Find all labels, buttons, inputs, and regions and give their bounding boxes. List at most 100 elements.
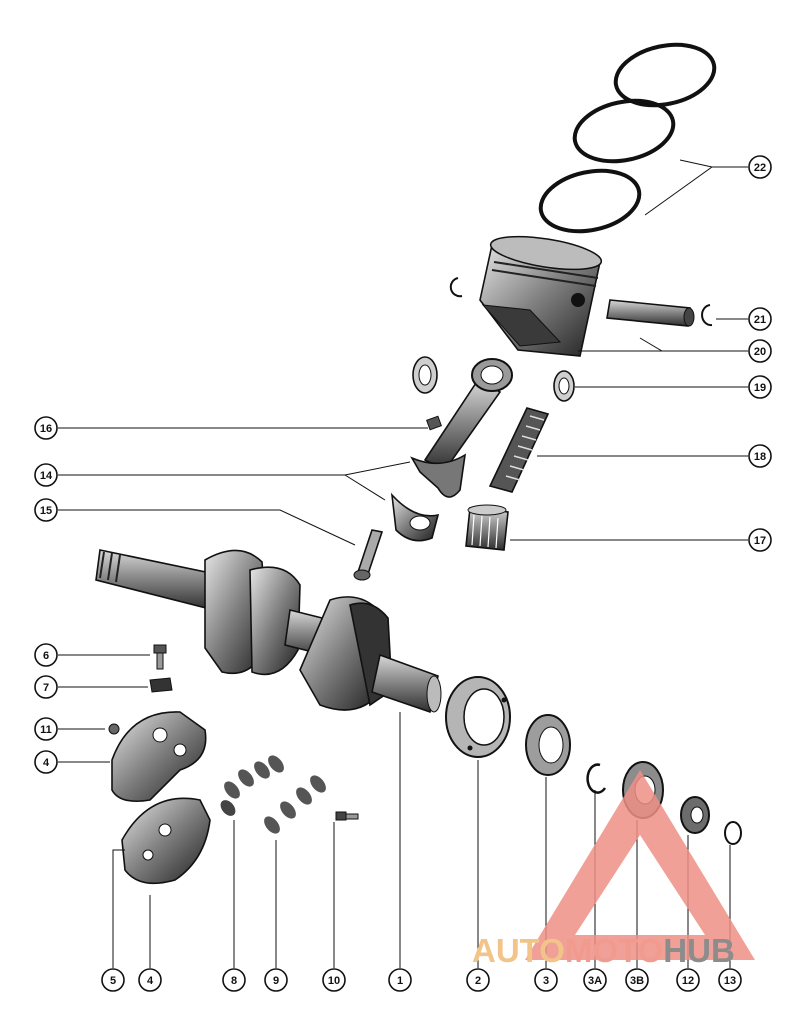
needle-rollers-set-9	[264, 775, 326, 834]
rod-cap-screw	[353, 529, 384, 581]
callout-number: 18	[754, 451, 766, 463]
callout-number: 17	[754, 535, 766, 547]
bearing-carrier-lower	[121, 797, 211, 885]
callout-22: 22	[748, 155, 772, 179]
callout-circle	[466, 968, 490, 992]
thrust-washer-left	[412, 356, 438, 394]
callout-11: 11	[34, 717, 58, 741]
needle-bearing-spring	[488, 407, 550, 493]
piston-pin	[606, 299, 695, 327]
callout-number: 5	[110, 975, 116, 987]
callout-number: 16	[40, 423, 52, 435]
callout-4: 4	[34, 750, 58, 774]
callout-7: 7	[34, 675, 58, 699]
connecting-rod	[410, 358, 513, 498]
callout-number: 19	[754, 382, 766, 394]
piston-rings	[538, 42, 717, 234]
callout-number: 9	[273, 975, 279, 987]
callout-3: 3	[534, 968, 558, 992]
callout-circle	[138, 968, 162, 992]
callout-circle	[748, 528, 772, 552]
callout-number: 4	[43, 757, 50, 769]
callout-number: 3	[543, 975, 549, 987]
callout-circle	[34, 717, 58, 741]
callout-3a: 3A	[583, 968, 607, 992]
cap-screw	[153, 644, 167, 670]
needle-rollers-set-8	[220, 755, 284, 816]
svg-text:AUTOMOTOHUB: AUTOMOTOHUB	[472, 932, 735, 969]
callout-circle	[101, 968, 125, 992]
callout-number: 7	[43, 682, 49, 694]
callout-12: 12	[676, 968, 700, 992]
locating-key	[149, 677, 173, 693]
callout-circle	[718, 968, 742, 992]
watermark-hub: HUB	[663, 932, 735, 969]
callout-21: 21	[748, 307, 772, 331]
callout-number: 15	[40, 505, 52, 517]
callout-circle	[34, 416, 58, 440]
callout-circle	[748, 444, 772, 468]
callout-9: 9	[264, 968, 288, 992]
callout-number: 2	[475, 975, 481, 987]
callout-circle	[625, 968, 649, 992]
callout-circle	[583, 968, 607, 992]
retaining-screw	[335, 811, 359, 821]
callout-circle	[534, 968, 558, 992]
nut	[108, 723, 120, 735]
callout-19: 19	[748, 375, 772, 399]
callout-4: 4	[138, 968, 162, 992]
callout-circle	[748, 307, 772, 331]
crankshaft	[95, 549, 442, 714]
callout-8: 8	[222, 968, 246, 992]
callout-circle	[34, 463, 58, 487]
callout-2: 2	[466, 968, 490, 992]
callout-number: 11	[40, 724, 52, 736]
rod-alignment-dowel	[426, 415, 442, 431]
bearing-carrier-upper	[111, 711, 207, 803]
needle-bearing-cage	[465, 504, 509, 551]
callout-number: 22	[754, 162, 766, 174]
callout-6: 6	[34, 643, 58, 667]
callout-number: 21	[754, 314, 766, 326]
callout-circle	[676, 968, 700, 992]
callout-number: 12	[682, 975, 694, 987]
callout-circle	[222, 968, 246, 992]
callout-number: 10	[328, 975, 340, 987]
callout-circle	[748, 375, 772, 399]
callout-5: 5	[101, 968, 125, 992]
thrust-washer-19	[553, 370, 575, 402]
ball-bearing	[525, 714, 571, 776]
callout-circle	[34, 498, 58, 522]
connecting-rod-cap	[390, 492, 440, 542]
callout-number: 13	[724, 975, 736, 987]
callout-circle	[388, 968, 412, 992]
watermark-auto: AUTO	[472, 932, 565, 969]
callout-15: 15	[34, 498, 58, 522]
piston-pin-clip-left	[449, 277, 463, 298]
callout-number: 3A	[588, 975, 602, 987]
callout-13: 13	[718, 968, 742, 992]
callout-number: 14	[40, 470, 53, 482]
snap-ring	[586, 763, 607, 794]
watermark-moto: MOTO	[565, 932, 663, 969]
callout-10: 10	[322, 968, 346, 992]
callout-20: 20	[748, 339, 772, 363]
main-bearing-outer-race	[445, 676, 511, 758]
callout-number: 8	[231, 975, 237, 987]
callout-1: 1	[388, 968, 412, 992]
callout-number: 20	[754, 346, 766, 358]
callout-circle	[34, 643, 58, 667]
callout-14: 14	[34, 463, 58, 487]
callout-circle	[748, 339, 772, 363]
callout-circle	[34, 750, 58, 774]
callout-circle	[34, 675, 58, 699]
callout-circle	[748, 155, 772, 179]
callout-number: 1	[397, 975, 403, 987]
callout-16: 16	[34, 416, 58, 440]
watermark-logo: AUTOMOTOHUB	[472, 770, 755, 969]
callout-circle	[322, 968, 346, 992]
callout-number: 3B	[630, 975, 644, 987]
callout-number: 6	[43, 650, 49, 662]
